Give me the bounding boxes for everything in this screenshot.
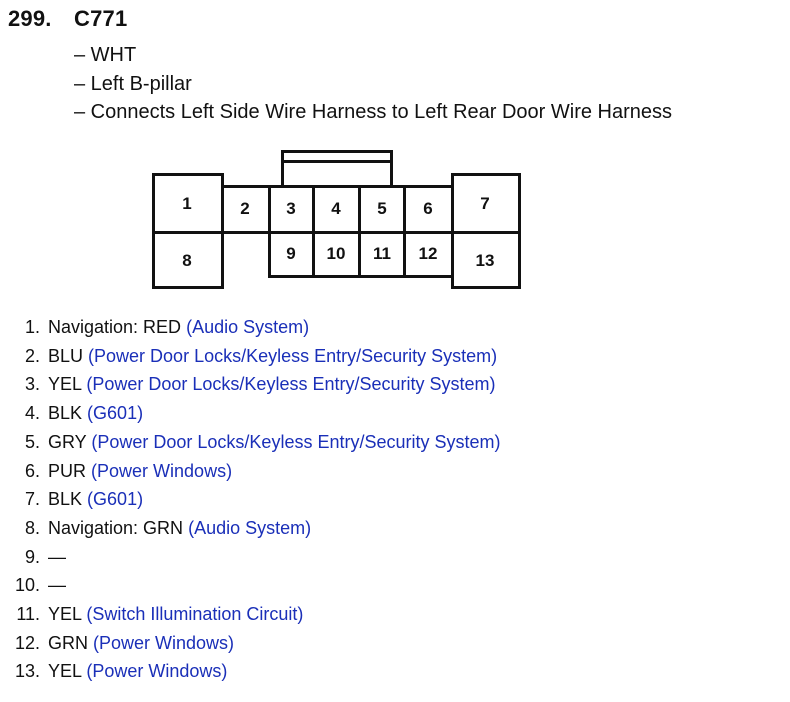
pin-number: 7.	[24, 489, 40, 510]
pin-circuit-link[interactable]: (Power Windows)	[86, 661, 228, 682]
pin-number: 13.	[14, 661, 40, 682]
pin-wire: BLK	[48, 403, 83, 424]
pin-label-11: 11	[373, 244, 391, 263]
pin-label-8: 8	[182, 251, 192, 270]
pin-label-2: 2	[240, 199, 250, 218]
pin-number: 8.	[24, 517, 40, 538]
pin-number: 2.	[24, 345, 40, 366]
pin-number: 11.	[16, 604, 40, 625]
pin-cavity-12	[403, 231, 454, 278]
pin-wire: —	[48, 546, 66, 567]
pin-row: 11. YEL (Switch Illumination Circuit)	[12, 600, 501, 629]
pin-circuit-link[interactable]: (Power Door Locks/Keyless Entry/Security…	[86, 374, 496, 395]
pin-circuit-link[interactable]: (G601)	[87, 489, 144, 510]
pin-number: 6.	[24, 460, 40, 481]
pin-label-1: 1	[182, 194, 192, 213]
connector-lock-tab-base	[281, 160, 393, 188]
pin-label-13: 13	[475, 251, 495, 270]
connector-connects: – Connects Left Side Wire Harness to Lef…	[74, 101, 673, 123]
pin-row: 13. YEL (Power Windows)	[12, 657, 501, 686]
pin-row: 5. GRY (Power Door Locks/Keyless Entry/Se…	[12, 428, 501, 457]
pin-label-6: 6	[423, 199, 433, 218]
pin-cavity-8	[152, 231, 224, 289]
pin-circuit-link[interactable]: (Power Windows)	[93, 632, 235, 653]
pin-wire: —	[48, 575, 66, 596]
pin-wire: YEL	[48, 374, 82, 395]
pin-label-5: 5	[377, 199, 387, 218]
pin-number: 10.	[14, 575, 40, 596]
connector-title: 299. C771	[8, 6, 127, 32]
pin-circuit-link[interactable]: (Switch Illumination Circuit)	[86, 604, 304, 625]
pin-label-4: 4	[331, 199, 341, 218]
pin-number: 12.	[14, 632, 40, 653]
pin-row: 1. Navigation: RED (Audio System)	[12, 313, 501, 342]
connector-details: – WHT – Left B-pillar – Connects Left Si…	[74, 41, 672, 127]
pin-row: 6. PUR (Power Windows)	[12, 457, 501, 486]
pin-circuit-link[interactable]: (Power Windows)	[91, 460, 233, 481]
pin-row: 2. BLU (Power Door Locks/Keyless Entry/Se…	[12, 342, 501, 371]
pin-row: 8. Navigation: GRN (Audio System)	[12, 514, 501, 543]
pin-label-9: 9	[286, 244, 296, 263]
pin-number: 5.	[24, 431, 40, 452]
pin-wire: Navigation: GRN	[48, 517, 184, 538]
pin-row: 3. YEL (Power Door Locks/Keyless Entry/Se…	[12, 370, 501, 399]
pin-cavity-13	[451, 231, 521, 289]
pin-row: 9. —	[12, 543, 501, 572]
connector-name: C771	[74, 6, 128, 31]
pin-circuit-link[interactable]: (Power Door Locks/Keyless Entry/Security…	[91, 431, 501, 452]
pin-row: 12. GRN (Power Windows)	[12, 629, 501, 658]
pin-wire: PUR	[48, 460, 87, 481]
pin-circuit-link[interactable]: (Audio System)	[186, 317, 310, 337]
pin-wire: GRY	[48, 431, 87, 452]
pin-wire: YEL	[48, 661, 82, 682]
pin-number: 9.	[24, 546, 40, 567]
pin-circuit-link[interactable]: (Power Door Locks/Keyless Entry/Security…	[88, 345, 498, 366]
pin-number: 4.	[24, 403, 40, 424]
pin-circuit-link[interactable]: (G601)	[87, 403, 144, 424]
pin-wire: BLK	[48, 489, 83, 510]
pin-row: 10. —	[12, 571, 501, 600]
pin-row: 7. BLK (G601)	[12, 485, 501, 514]
pin-label-12: 12	[418, 244, 438, 263]
pin-number: 1.	[24, 317, 40, 337]
pin-label-10: 10	[326, 244, 346, 263]
connector-diagram: 1 2 3 4 5 6 7 8 9 10 11 12 13	[0, 0, 790, 300]
pin-wire: GRN	[48, 632, 88, 653]
connector-number: 299.	[8, 6, 52, 31]
pin-wire: BLU	[48, 345, 84, 366]
pin-wire: Navigation: RED	[48, 317, 182, 337]
pin-number: 3.	[24, 374, 40, 395]
connector-color: – WHT	[74, 44, 137, 66]
pin-label-7: 7	[480, 194, 490, 213]
pin-row: 4. BLK (G601)	[12, 399, 501, 428]
pin-list: 1. Navigation: RED (Audio System) 2. BLU (…	[12, 313, 501, 686]
connector-location: – Left B-pillar	[74, 72, 192, 95]
pin-wire: YEL	[48, 604, 82, 625]
pin-label-3: 3	[286, 199, 296, 218]
pin-circuit-link[interactable]: (Audio System)	[188, 517, 312, 538]
